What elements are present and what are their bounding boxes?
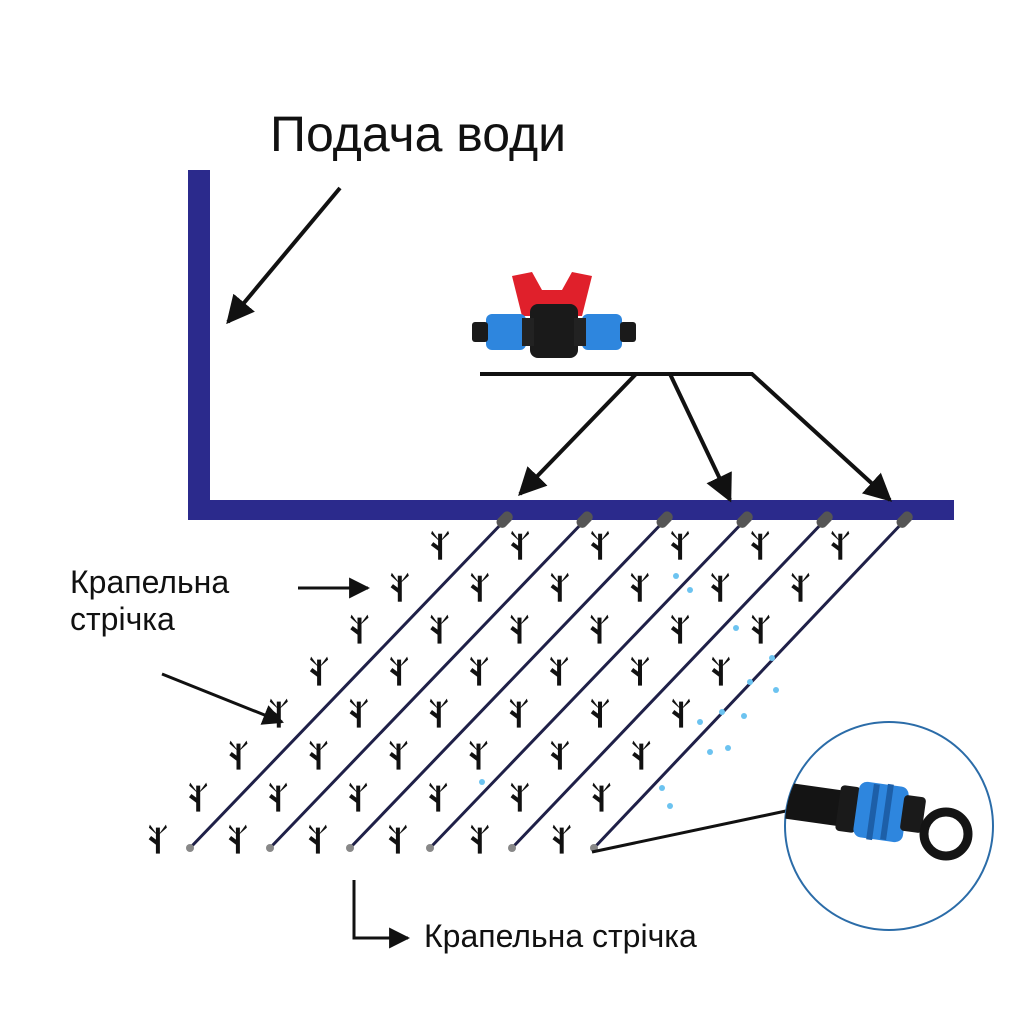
seedling-icon [510,782,529,812]
drip-tape-connector [656,511,673,528]
water-supply-label: Подача води [270,106,567,162]
drip-tape-label-bottom: Крапельна стрічка [424,918,697,954]
seedling-icon [670,530,690,560]
seedling-icon [469,740,488,770]
seedling-icon [791,572,810,602]
seedling-icon [550,572,569,602]
drip-tape-field [148,511,913,854]
seedling-icon [552,824,571,854]
seedling-icon [388,824,407,854]
drip-tape-line [346,511,673,852]
seedling-icon [309,740,328,770]
seedling-icon [389,656,409,686]
drip-tape-connector [496,511,513,528]
drip-tape-line [266,511,593,852]
seedling-icon [470,824,489,854]
connector-inset [784,721,994,931]
seedling-icon [429,698,448,728]
water-supply-arrow [226,186,342,325]
seedling-icon [349,698,368,728]
seedling-icon [430,530,450,560]
drip-tape-connector [896,511,913,528]
seedling-icon [670,614,690,644]
valve-connection-arrows [480,372,893,503]
seedling-icon [711,656,730,686]
seedling-icon [229,740,248,770]
seedling-icon [632,740,651,770]
seedling-icon [510,614,529,644]
seedling-icon [549,656,569,686]
seedling-icon [148,824,167,854]
seedling-icon [188,782,208,812]
seedling-icon [269,782,288,812]
drip-tape-connector [576,511,593,528]
seedling-icon [831,530,850,560]
drip-tape-connector [816,511,833,528]
seedling-icon [509,698,528,728]
seedling-icon [630,656,649,686]
seedling-icon [751,614,770,644]
seedling-icon [389,740,408,770]
seedling-icon [590,530,610,560]
seedling-icon [590,614,609,644]
drip-tape-label-left: Крапельна стрічка [70,564,230,637]
seedling-icon [430,614,449,644]
seedling-icon [390,572,409,602]
seedling-icon [269,698,288,728]
seedling-icon [592,782,611,812]
seedling-icon [590,698,609,728]
valve-icon [472,272,636,358]
seedling-icon [469,656,489,686]
seedling-icon [429,782,448,812]
seedling-icon [349,782,368,812]
seedling-icon [711,572,730,602]
seedling-icon [550,740,569,770]
label-arrows [161,577,801,949]
seedling-icon [751,530,770,560]
water-supply-pipe [188,170,954,520]
water-drops [479,573,779,809]
seedling-icon [671,698,691,728]
seedling-icon [470,572,489,602]
seedling-icon [630,572,649,602]
seedling-icon [309,656,329,686]
drip-tape-line [508,511,833,852]
drip-tape-line [186,511,513,852]
seedling-icon [350,614,369,644]
seedling-icon [308,824,327,854]
seedling-icon [228,824,247,854]
drip-tape-connector [736,511,753,528]
drip-tape-line [426,511,753,852]
seedling-icon [510,530,530,560]
